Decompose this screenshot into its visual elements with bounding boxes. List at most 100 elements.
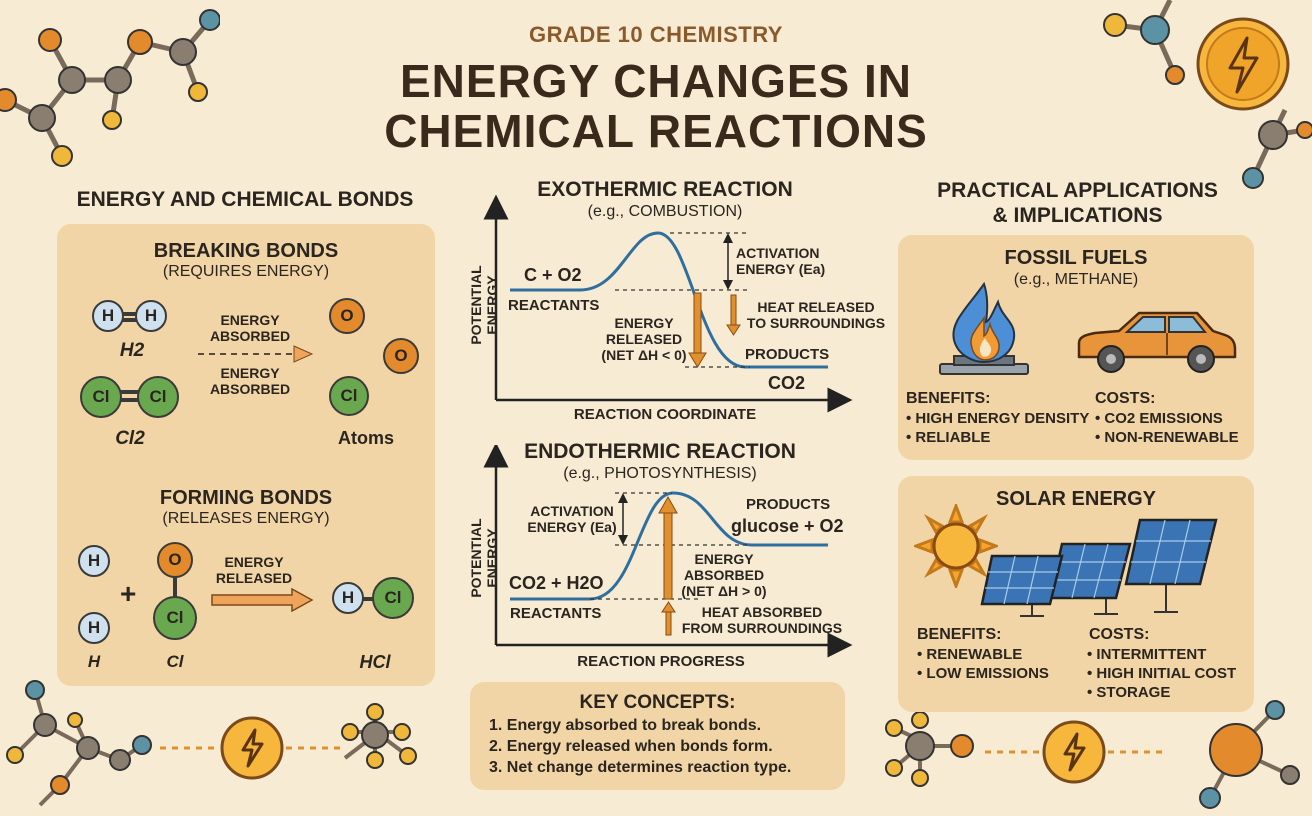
list-item: • RELIABLE [906, 428, 991, 446]
chlorine-atom: Cl [137, 376, 179, 418]
endo-x-axis-label: REACTION PROGRESS [577, 653, 745, 670]
exo-reactants-label: REACTANTS [508, 297, 600, 314]
exo-products-label: PRODUCTS [745, 346, 830, 363]
car-icon [1077, 311, 1237, 373]
cl2-bond [110, 390, 150, 394]
energy-curve [510, 231, 828, 369]
list-item: • STORAGE [1087, 683, 1171, 701]
energy-released-arrow [688, 292, 707, 368]
key-concepts-list: 1. Energy absorbed to break bonds. 2. En… [489, 716, 791, 778]
fossil-fuels-title: FOSSIL FUELS [1004, 247, 1148, 269]
key-concepts-panel [470, 682, 845, 790]
fossil-costs-title: COSTS: [1095, 390, 1156, 407]
page-title-line1: ENERGY CHANGES IN [399, 55, 913, 107]
molecule-decoration-icon [6, 680, 417, 807]
exo-heat-label: HEAT RELEASED TO SURROUNDINGS [746, 299, 886, 332]
list-item: • LOW EMISSIONS [917, 664, 1049, 682]
h2-bond [112, 312, 148, 316]
hydrogen-atom: H [78, 545, 110, 577]
molecule-decoration-icon [1103, 0, 1312, 189]
cl-label: Cl [166, 652, 184, 671]
energy-curve [510, 491, 828, 601]
exo-reactant-formula: C + O2 [524, 265, 582, 285]
endo-y-axis-label: POTENTIAL ENERGY [468, 518, 500, 598]
hydrogen-atom: H [92, 300, 124, 332]
h2-bond [112, 318, 148, 322]
solar-costs-list: • INTERMITTENT • HIGH INITIAL COST • STO… [1087, 646, 1236, 702]
endo-reactants-label: REACTANTS [510, 605, 602, 622]
hydrogen-atom: H [78, 612, 110, 644]
oxygen-atom: O [383, 338, 419, 374]
fossil-costs-list: • CO2 EMISSIONS • NON-RENEWABLE [1095, 410, 1239, 448]
list-item: • HIGH INITIAL COST [1087, 664, 1237, 682]
breaking-bonds-title: BREAKING BONDS [153, 240, 339, 262]
exo-activation-label: ACTIVATION ENERGY (Ea) [736, 245, 826, 278]
exo-energy-released-label: ENERGY RELEASED (NET ΔH < 0) [601, 315, 687, 364]
list-item: • RENEWABLE [917, 646, 1023, 663]
exo-x-axis-label: REACTION COORDINATE [573, 406, 757, 423]
h2-label: H2 [119, 340, 145, 361]
endo-energy-absorbed-label: ENERGY ABSORBED (NET ΔH > 0) [681, 551, 767, 600]
list-item: 2. Energy released when bonds form. [489, 737, 773, 755]
solar-benefits-list: • RENEWABLE • LOW EMISSIONS [917, 646, 1049, 684]
chlorine-atom: Cl [372, 577, 414, 619]
page-title-line2: CHEMICAL REACTIONS [384, 105, 928, 157]
sun-icon [914, 504, 998, 588]
key-concepts-title: KEY CONCEPTS: [579, 692, 736, 713]
endothermic-title: ENDOTHERMIC REACTION [524, 440, 796, 463]
bonds-panel [57, 224, 435, 686]
heat-released-arrow [726, 294, 741, 336]
solar-benefits-title: BENEFITS: [917, 626, 1002, 643]
activation-arrow [618, 493, 628, 545]
section-title-bonds: ENERGY AND CHEMICAL BONDS [76, 188, 414, 211]
fossil-fuels-subtitle: (e.g., METHANE) [1013, 271, 1139, 288]
cl2-bond [110, 398, 150, 402]
list-item: 3. Net change determines reaction type. [489, 758, 792, 776]
plus-sign: + [120, 578, 137, 609]
endo-activation-label: ACTIVATION ENERGY (Ea) [527, 503, 617, 536]
oxygen-atom: O [157, 542, 193, 578]
hcl-bond [352, 597, 382, 601]
solar-costs-title: COSTS: [1089, 626, 1150, 643]
chlorine-atom: Cl [329, 376, 369, 416]
endothermic-energy-diagram [483, 445, 853, 658]
molecule-decoration-icon [885, 700, 1300, 809]
endo-heat-label: HEAT ABSORBED FROM SURROUNDINGS [681, 604, 843, 637]
oxygen-atom: O [329, 298, 365, 334]
fossil-benefits-list: • HIGH ENERGY DENSITY • RELIABLE [906, 410, 1089, 448]
molecule-decoration-icon [0, 9, 220, 167]
exothermic-subtitle: (e.g., COMBUSTION) [587, 203, 743, 220]
chlorine-atom: Cl [80, 376, 122, 418]
flame-icon [939, 281, 1029, 375]
hcl-label: HCl [359, 652, 391, 672]
arrow-right-icon [211, 588, 314, 612]
solar-energy-title: SOLAR ENERGY [995, 488, 1157, 510]
energy-absorbed-label: ENERGY ABSORBED [209, 312, 291, 345]
list-item: 1. Energy absorbed to break bonds. [489, 717, 762, 734]
hydrogen-atom: H [332, 582, 364, 614]
hydrogen-atom: H [135, 300, 167, 332]
forming-bonds-title: FORMING BONDS [159, 487, 333, 509]
list-item: • HIGH ENERGY DENSITY [906, 410, 1090, 427]
page-subtitle: GRADE 10 CHEMISTRY [529, 22, 783, 47]
energy-released-label: ENERGY RELEASED [215, 554, 293, 587]
energy-absorbed-label: ENERGY ABSORBED [209, 365, 291, 398]
o-cl-bond [173, 572, 177, 600]
forming-bonds-subtitle: (RELEASES ENERGY) [162, 510, 330, 527]
endo-products-label: PRODUCTS [746, 496, 831, 513]
endothermic-subtitle: (e.g., PHOTOSYNTHESIS) [563, 465, 757, 482]
endo-product-formula: glucose + O2 [731, 516, 844, 536]
solar-panel-icon [980, 518, 1218, 617]
chlorine-atom: Cl [153, 596, 197, 640]
exothermic-title: EXOTHERMIC REACTION [537, 178, 793, 201]
list-item: • INTERMITTENT [1087, 646, 1207, 663]
section-title-applications: PRACTICAL APPLICATIONS & IMPLICATIONS [937, 179, 1218, 228]
atoms-label: Atoms [338, 428, 395, 448]
exothermic-energy-diagram [483, 195, 853, 413]
list-item: • NON-RENEWABLE [1095, 428, 1239, 446]
cl2-label: Cl2 [115, 428, 145, 449]
exo-y-axis-label: POTENTIAL ENERGY [468, 265, 500, 345]
activation-arrow [723, 233, 733, 290]
breaking-bonds-subtitle: (REQUIRES ENERGY) [162, 263, 330, 280]
dashed-arrow-icon [198, 345, 314, 363]
